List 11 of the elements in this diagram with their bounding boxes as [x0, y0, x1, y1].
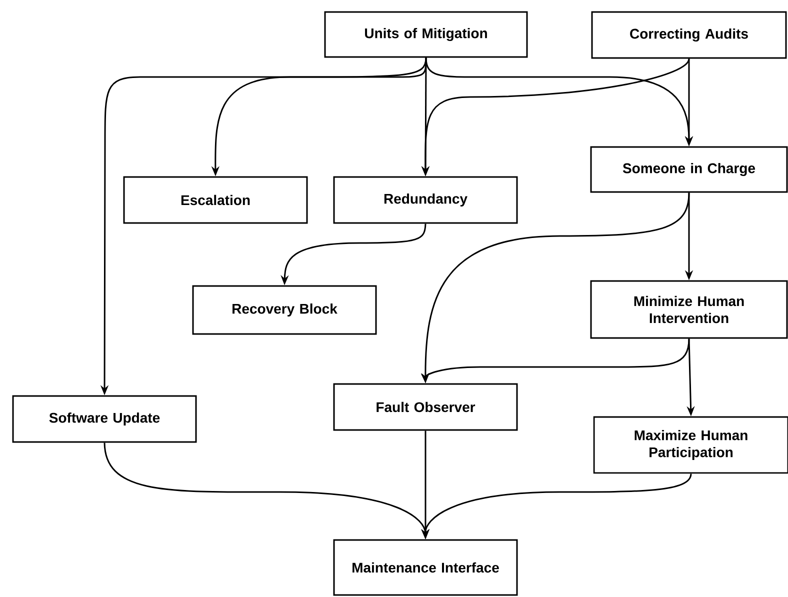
- process-box: Fault Observer: [333, 383, 518, 431]
- process-box: Maximize Human Participation: [593, 416, 788, 474]
- process-box: Software Update: [12, 395, 197, 443]
- process-box: Correcting Audits: [591, 11, 787, 59]
- process-box: Maintenance Interface: [333, 539, 518, 596]
- process-box: Minimize Human Intervention: [590, 280, 788, 339]
- process-box: Escalation: [123, 176, 308, 224]
- process-box: Recovery Block: [192, 285, 377, 335]
- process-box: Someone in Charge: [590, 146, 788, 193]
- process-box: Redundancy: [333, 176, 518, 224]
- process-box: Units of Mitigation: [324, 11, 528, 58]
